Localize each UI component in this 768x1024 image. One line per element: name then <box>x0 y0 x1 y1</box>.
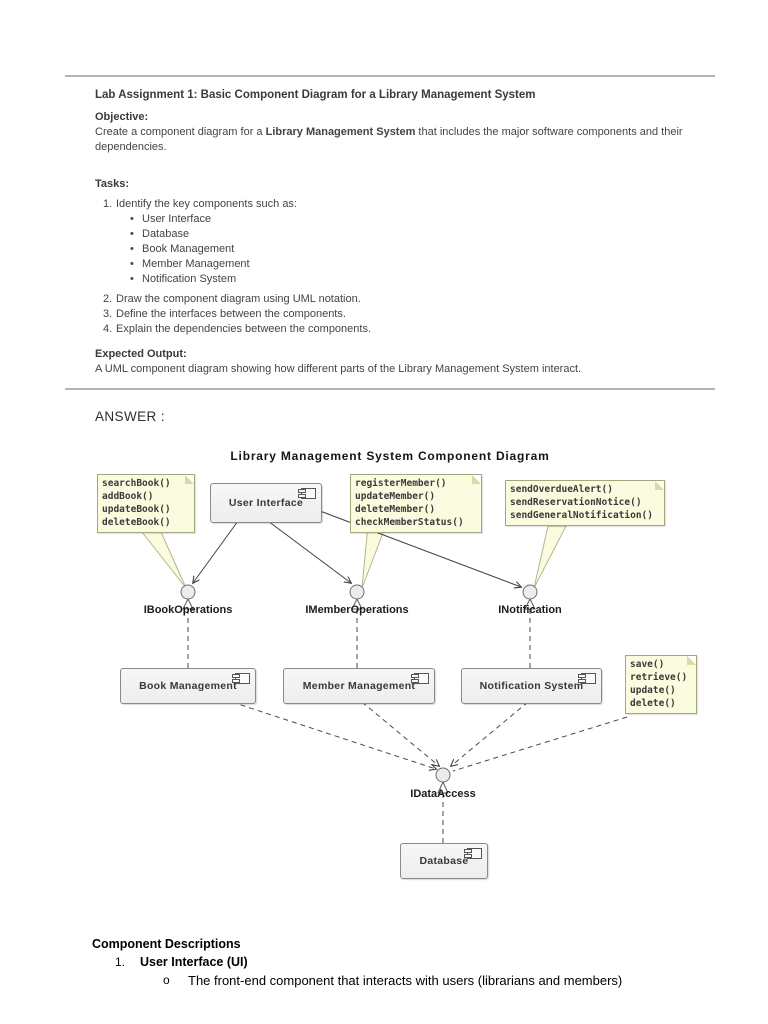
ui-to-ibookoperations-arrow <box>193 520 239 583</box>
component-member-management: Member Management <box>283 668 435 704</box>
task-item-3: 3. Define the interfaces between the com… <box>103 308 346 320</box>
ui-to-imemberoperations-arrow <box>267 520 351 583</box>
task-item-2: 2. Draw the component diagram using UML … <box>103 293 361 305</box>
note-data-operations: save() retrieve() update() delete() <box>625 655 697 714</box>
uml-component-diagram: Library Management System Component Diag… <box>0 440 768 900</box>
component-icon <box>232 673 250 684</box>
component-icon <box>411 673 429 684</box>
component-user-interface: User Interface <box>210 483 322 523</box>
note-notification-tail <box>533 525 567 589</box>
note-member-operations: registerMember() updateMember() deleteMe… <box>350 474 482 533</box>
assignment-text: Lab Assignment 1: Basic Component Diagra… <box>95 88 713 377</box>
task-bullet-notification-system: • Notification System <box>130 273 237 285</box>
imemberoperations-triangle <box>351 597 363 610</box>
tasks-heading: Tasks: <box>95 178 130 190</box>
top-divider <box>65 75 715 77</box>
component-icon <box>298 488 316 499</box>
description-item-1: 1. User Interface (UI) <box>115 955 248 969</box>
descriptions-heading: Component Descriptions <box>92 937 241 951</box>
idataaccess-circle <box>435 767 451 783</box>
component-book-management: Book Management <box>120 668 256 704</box>
assignment-title: Lab Assignment 1: Basic Component Diagra… <box>95 89 536 101</box>
note-book-operations: searchBook() addBook() updateBook() dele… <box>97 474 195 533</box>
note-book-tail <box>140 531 187 589</box>
interface-label-imemberoperations: IMemberOperations <box>305 604 409 616</box>
description-sub-item: o The front-end component that interacts… <box>163 973 623 988</box>
idataaccess-triangle <box>437 780 449 794</box>
member-to-idataaccess-arrow <box>361 701 439 766</box>
diagram-connectors <box>140 510 628 843</box>
ibookoperations-circle <box>180 584 196 600</box>
task-item-4: 4. Explain the dependencies between the … <box>103 323 372 335</box>
interface-label-ibookoperations: IBookOperations <box>143 604 233 616</box>
inotification-circle <box>522 584 538 600</box>
answer-label: ANSWER : <box>95 409 165 424</box>
interface-label-inotification: INotification <box>498 604 562 616</box>
note-data-anchor-line <box>452 716 628 772</box>
component-database: Database <box>400 843 488 879</box>
interface-label-idataaccess: IDataAccess <box>410 788 476 800</box>
book-to-idataaccess-arrow <box>231 701 436 769</box>
expected-output-heading: Expected Output: <box>95 348 187 360</box>
task-bullet-book-management: • Book Management <box>130 243 235 255</box>
inotification-triangle <box>524 597 536 610</box>
task-item-1: 1. Identify the key components such as: <box>103 198 297 210</box>
ibookoperations-triangle <box>182 597 194 610</box>
component-icon <box>464 848 482 859</box>
component-descriptions-section: Component Descriptions 1. User Interface… <box>92 936 732 990</box>
task-bullet-member-management: • Member Management <box>130 258 250 270</box>
imemberoperations-circle <box>349 584 365 600</box>
component-icon <box>578 673 596 684</box>
objective-text: Create a component diagram for a Library… <box>95 126 683 153</box>
notification-to-idataaccess-arrow <box>451 701 529 766</box>
task-bullet-database: • Database <box>130 228 190 240</box>
component-notification-system: Notification System <box>461 668 602 704</box>
task-bullet-user-interface: • User Interface <box>130 213 212 225</box>
objective-heading: Objective: <box>95 111 149 123</box>
note-notification-operations: sendOverdueAlert() sendReservationNotice… <box>505 480 665 526</box>
mid-divider <box>65 388 715 390</box>
expected-output-text: A UML component diagram showing how diff… <box>95 363 582 375</box>
diagram-title: Library Management System Component Diag… <box>230 449 550 463</box>
